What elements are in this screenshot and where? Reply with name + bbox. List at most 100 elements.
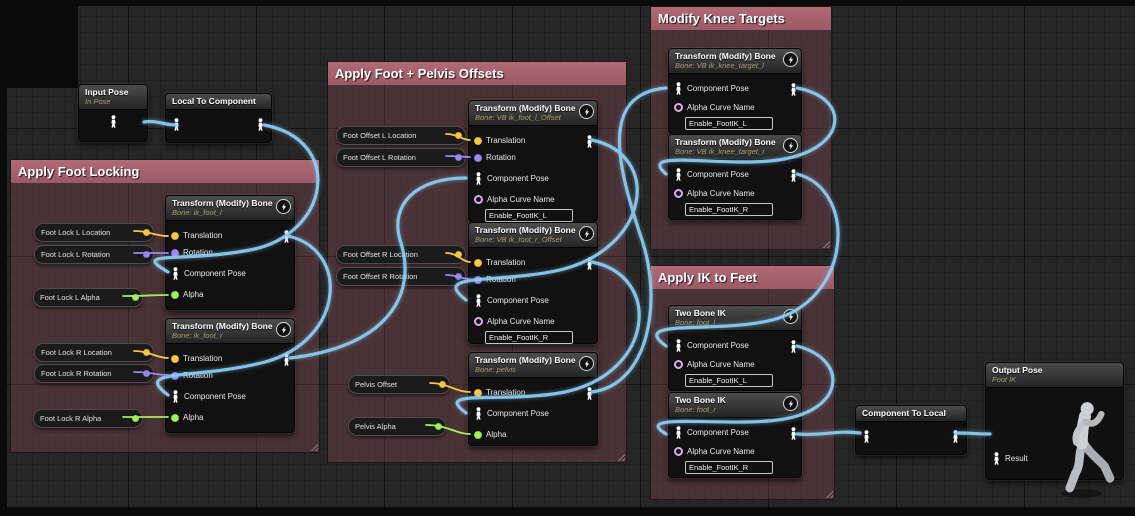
pin-alpha-curve-name[interactable]: Alpha Curve Name [669, 443, 801, 460]
pin-label: Alpha [183, 413, 204, 422]
input-pill-foot-offset-l-location[interactable]: Foot Offset L Location [336, 126, 466, 145]
pin-translation[interactable]: Translation [166, 350, 294, 367]
node-title: Transform (Modify) Bone [675, 51, 776, 61]
pin-label: Component Pose [487, 296, 549, 305]
pin-component-pose[interactable]: Component Pose [669, 337, 801, 354]
local-to-component-node[interactable]: Local To Component [165, 93, 272, 143]
pin-rotation[interactable]: Rotation [469, 149, 597, 166]
float-pin-icon [474, 430, 482, 439]
input-pill-foot-lock-r-alpha[interactable]: Foot Lock R Alpha [33, 409, 143, 428]
pin-alpha[interactable]: Alpha [166, 286, 294, 303]
pill-label: Foot Lock R Location [41, 348, 112, 357]
pin-component-pose[interactable]: Component Pose [469, 292, 597, 309]
pin-alpha-curve-name[interactable]: Alpha Curve Name [469, 313, 597, 330]
node-title: Transform (Modify) Bone [475, 103, 576, 113]
pin-translation[interactable]: Translation [469, 384, 597, 401]
input-pill-foot-offset-r-location[interactable]: Foot Offset R Location [336, 245, 466, 264]
comment-title[interactable]: Modify Knee Targets [651, 7, 831, 30]
node-bone-subtitle: Bone: foot_l [675, 318, 716, 327]
input-pose-node[interactable]: Input Pose In Pose [78, 84, 148, 142]
alpha-curve-name-input[interactable]: Enable_FootIK_R [685, 461, 773, 474]
pin-alpha[interactable]: Alpha [469, 426, 597, 443]
alpha-curve-name-input[interactable]: Enable_FootIK_R [685, 203, 773, 216]
output-pose-pin[interactable] [585, 135, 594, 148]
pose-pin-icon [676, 339, 681, 352]
output-pose-node[interactable]: Output Pose Foot IK Result [985, 362, 1124, 498]
float-pin-icon [171, 413, 179, 422]
input-pill-foot-lock-l-alpha[interactable]: Foot Lock L Alpha [33, 288, 143, 307]
pin-rotation[interactable]: Rotation [469, 271, 597, 288]
transform-modify-bone-knee-l-node[interactable]: Transform (Modify) Bone Bone: VB ik_knee… [668, 48, 802, 134]
transform-modify-bone-lock-l-node[interactable]: Transform (Modify) Bone Bone: ik_foot_l … [165, 195, 295, 310]
output-pose-pin[interactable] [256, 118, 265, 131]
pin-translation[interactable]: Translation [469, 132, 597, 149]
vector-pin-icon [474, 388, 482, 397]
pin-result[interactable]: Result [992, 452, 1028, 465]
input-pill-foot-lock-r-location[interactable]: Foot Lock R Location [34, 343, 154, 362]
two-bone-ik-l-node[interactable]: Two Bone IK Bone: foot_l Component Pose … [668, 305, 802, 391]
node-title: Transform (Modify) Bone [675, 137, 776, 147]
comment-title[interactable]: Apply IK to Feet [651, 266, 834, 289]
transform-modify-bone-knee-r-node[interactable]: Transform (Modify) Bone Bone: VB ik_knee… [668, 134, 802, 220]
pin-rotation[interactable]: Rotation [166, 244, 294, 261]
input-pill-foot-lock-l-rotation[interactable]: Foot Lock L Rotation [34, 245, 154, 264]
pin-alpha[interactable]: Alpha [166, 409, 294, 426]
output-pose-pin[interactable] [789, 169, 798, 182]
pin-component-pose[interactable]: Component Pose [469, 405, 597, 422]
pin-alpha-curve-name[interactable]: Alpha Curve Name [669, 356, 801, 373]
component-to-local-node[interactable]: Component To Local [855, 405, 967, 455]
pin-component-pose[interactable]: Component Pose [469, 170, 597, 187]
alpha-curve-name-input[interactable]: Enable_FootIK_R [485, 331, 573, 344]
pose-pin-icon [173, 390, 178, 403]
pin-alpha-curve-name[interactable]: Alpha Curve Name [469, 191, 597, 208]
pin-rotation[interactable]: Rotation [166, 367, 294, 384]
output-pose-pin[interactable] [951, 430, 960, 443]
float-pin-icon [132, 294, 139, 301]
comment-title[interactable]: Apply Foot + Pelvis Offsets [328, 62, 626, 85]
output-pose-pin[interactable] [789, 83, 798, 96]
pill-label: Foot Lock L Location [41, 228, 111, 237]
pin-component-pose[interactable]: Component Pose [669, 166, 801, 183]
pin-translation[interactable]: Translation [166, 227, 294, 244]
pose-pin-icon [476, 172, 481, 185]
node-title: Output Pose [992, 365, 1043, 375]
pin-label: Translation [486, 136, 526, 145]
alpha-curve-name-input[interactable]: Enable_FootIK_L [685, 374, 773, 387]
output-pose-pin[interactable] [585, 387, 594, 400]
node-bone-subtitle: Bone: VB ik_foot_l_Offset [475, 113, 561, 122]
transform-modify-bone-pelvis-node[interactable]: Transform (Modify) Bone Bone: pelvis Tra… [468, 352, 598, 446]
output-pose-pin[interactable] [282, 353, 291, 366]
output-pose-pin[interactable] [789, 340, 798, 353]
input-pill-pelvis-alpha[interactable]: Pelvis Alpha [348, 417, 446, 436]
pin-translation[interactable]: Translation [469, 254, 597, 271]
input-pill-foot-lock-l-location[interactable]: Foot Lock L Location [34, 223, 154, 242]
transform-modify-bone-offset-r-node[interactable]: Transform (Modify) Bone Bone: VB ik_foot… [468, 222, 598, 344]
pin-component-pose[interactable]: Component Pose [166, 265, 294, 282]
output-pose-pin[interactable] [585, 257, 594, 270]
output-pose-pin[interactable] [282, 230, 291, 243]
pin-alpha-curve-name[interactable]: Alpha Curve Name [669, 99, 801, 116]
input-pill-foot-offset-l-rotation[interactable]: Foot Offset L Rotation [336, 148, 466, 167]
input-pill-foot-offset-r-rotation[interactable]: Foot Offset R Rotation [336, 267, 466, 286]
pin-alpha-curve-name[interactable]: Alpha Curve Name [669, 185, 801, 202]
input-pill-foot-lock-r-rotation[interactable]: Foot Lock R Rotation [34, 364, 154, 383]
pin-component-pose[interactable]: Component Pose [669, 424, 801, 441]
pin-component-pose[interactable]: Component Pose [669, 80, 801, 97]
input-pose-pin[interactable] [172, 118, 181, 131]
viewport-edge-bottom [0, 507, 1135, 516]
comment-title[interactable]: Apply Foot Locking [11, 160, 319, 183]
input-pose-pin[interactable] [862, 430, 871, 443]
output-pose-pin[interactable] [109, 115, 118, 128]
input-pill-pelvis-offset[interactable]: Pelvis Offset [348, 375, 450, 394]
alpha-curve-name-input[interactable]: Enable_FootIK_L [685, 117, 773, 130]
fast-path-icon [783, 309, 798, 324]
two-bone-ik-r-node[interactable]: Two Bone IK Bone: foot_r Component Pose … [668, 392, 802, 478]
vector-pin-icon [439, 381, 446, 388]
alpha-curve-name-input[interactable]: Enable_FootIK_L [485, 209, 573, 222]
pin-component-pose[interactable]: Component Pose [166, 388, 294, 405]
transform-modify-bone-offset-l-node[interactable]: Transform (Modify) Bone Bone: VB ik_foot… [468, 100, 598, 222]
output-pose-pin[interactable] [789, 427, 798, 440]
transform-modify-bone-lock-r-node[interactable]: Transform (Modify) Bone Bone: ik_foot_r … [165, 318, 295, 433]
name-pin-icon [674, 103, 683, 112]
